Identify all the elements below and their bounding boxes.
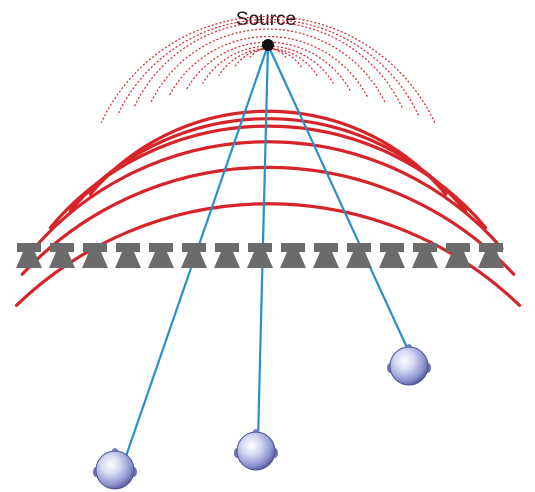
dotted-wavefront (201, 45, 335, 84)
source-point (262, 39, 274, 51)
dotted-wavefront (117, 18, 419, 116)
loudspeaker (49, 243, 75, 268)
listener-head (93, 448, 137, 490)
loudspeaker (148, 243, 174, 268)
source-label: Source (236, 9, 296, 30)
loudspeaker (313, 243, 339, 268)
listener-head (234, 429, 278, 471)
dotted-wavefront (218, 47, 318, 77)
loudspeaker (346, 243, 372, 268)
dotted-wavefront (100, 15, 436, 124)
loudspeaker (82, 243, 108, 268)
loudspeaker (280, 243, 306, 268)
dotted-wavefront (168, 35, 368, 97)
dotted-wavefront (234, 48, 302, 68)
dotted-wavefront (185, 41, 351, 91)
loudspeaker (181, 243, 207, 268)
loudspeaker (412, 243, 438, 268)
loudspeaker-array (16, 243, 504, 268)
ray-line (267, 44, 410, 353)
solid-wavefront (48, 124, 488, 230)
solid-wavefront (20, 165, 516, 276)
loudspeaker (115, 243, 141, 268)
solid-wavefront (68, 117, 468, 213)
solid-wavefront (88, 109, 448, 196)
listener-group (93, 344, 431, 490)
loudspeaker (16, 243, 42, 268)
synthesized-wavefronts (14, 109, 522, 307)
listener-head (387, 344, 431, 386)
loudspeaker (478, 243, 504, 268)
solid-wavefront (32, 140, 504, 250)
virtual-source-wavefronts (100, 15, 436, 124)
dotted-wavefront (133, 21, 403, 108)
ray-line (256, 44, 270, 441)
loudspeaker (379, 243, 405, 268)
loudspeaker (445, 243, 471, 268)
loudspeaker (247, 243, 273, 268)
dotted-wavefront (150, 28, 386, 103)
loudspeaker (214, 243, 240, 268)
